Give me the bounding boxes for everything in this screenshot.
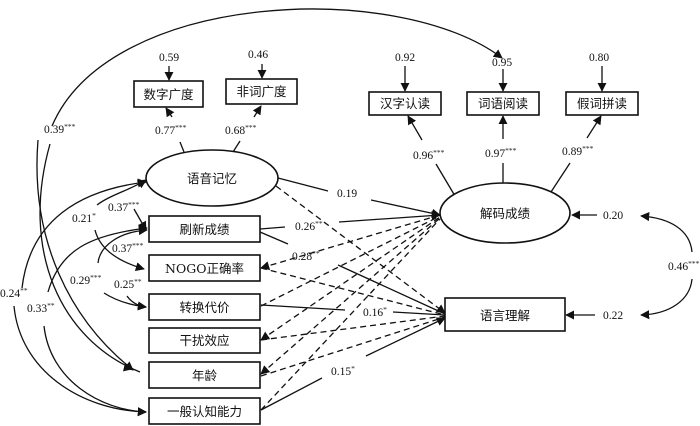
- corr-residuals-decoding-comprehension-bottom: [640, 278, 693, 320]
- node-interference-label: 干扰效应: [179, 333, 229, 348]
- path-switching-to-comprehension-b: [392, 311, 446, 316]
- corr-updating-nogo-label: 0.37***: [112, 241, 144, 255]
- path-updating-to-comprehension-a: [259, 231, 289, 245]
- corr-phon-updating-label: 0.37***: [108, 200, 140, 214]
- corr-phon-switching: [94, 229, 145, 272]
- node-digit-span-label: 数字广度: [143, 87, 194, 102]
- corr-residuals-decoding-comprehension-top: [640, 212, 693, 253]
- residual-char-reading: 0.92: [395, 52, 415, 64]
- path-general-to-comprehension-b: [365, 317, 446, 357]
- node-phonological-memory: 语音记忆: [145, 149, 279, 207]
- residual-digit-span: 0.59: [159, 52, 179, 64]
- corr-general-to-age: [36, 139, 134, 371]
- node-digit-span: 数字广度: [133, 80, 204, 108]
- path-phon-to-comprehension: [275, 185, 446, 314]
- path-phon-to-decoding-b: [370, 199, 441, 218]
- residual-pseudo-reading: 0.80: [589, 52, 609, 64]
- path-nogo-to-comprehension: [260, 267, 446, 316]
- arc-general-to-word-reading: [51, 8, 503, 127]
- node-interference: 干扰效应: [148, 327, 261, 354]
- loading-arrow-pseudo-reading: [586, 115, 602, 139]
- node-general-cognition: 一般认知能力: [148, 397, 261, 425]
- node-word-reading-label: 词语阅读: [478, 96, 528, 111]
- node-char-reading: 汉字认读: [368, 91, 442, 116]
- path-general-comprehension-label: 0.15*: [331, 364, 355, 378]
- node-updating-label: 刷新成绩: [179, 222, 230, 237]
- path-general-to-comprehension-a: [260, 377, 323, 411]
- loading-arrow-nonword-span: [252, 105, 262, 118]
- loading-nonword-span-label: 0.68***: [225, 123, 257, 137]
- loading-arrow-char-reading: [407, 115, 423, 141]
- path-switching-to-comprehension-a: [260, 304, 346, 311]
- node-nonword-span-label: 非词广度: [236, 84, 287, 99]
- node-nogo-label: NOGO正确率: [165, 261, 244, 276]
- corr-nogo-switching-b: [126, 295, 147, 311]
- corr-phon-updating-2: [133, 208, 147, 231]
- node-nogo: NOGO正确率: [148, 254, 261, 282]
- loading-arrow-digit-span: [165, 107, 175, 118]
- node-decoding: 解码成绩: [439, 182, 571, 244]
- path-updating-to-decoding-b: [338, 211, 441, 223]
- path-updating-comprehension-label: 0.28**: [292, 249, 320, 263]
- node-comprehension: 语言理解: [444, 297, 566, 332]
- loading-char-reading-label: 0.96***: [413, 148, 445, 162]
- loading-digit-span-label: 0.77***: [155, 123, 187, 137]
- path-general-to-decoding: [260, 218, 441, 411]
- corr-updating-general-top: [47, 224, 148, 293]
- path-age-to-comprehension: [260, 316, 446, 377]
- loading-word-reading-label: 0.97***: [485, 146, 517, 160]
- node-age-label: 年龄: [192, 368, 218, 383]
- corr-updating-switching-label: 0.29***: [70, 273, 102, 287]
- residual-word-reading: 0.95: [492, 57, 512, 69]
- residual-nonword-span: 0.46: [248, 49, 268, 61]
- node-phonological-memory-label: 语音记忆: [187, 171, 237, 186]
- node-pseudo-reading-label: 假词拼读: [577, 96, 627, 111]
- node-word-reading: 词语阅读: [466, 91, 540, 116]
- corr-decoding-comprehension-label: 0.46***: [668, 259, 700, 273]
- loading-pseudo-reading-label: 0.89***: [562, 144, 594, 158]
- path-interference-to-comprehension: [260, 315, 446, 341]
- node-comprehension-label: 语言理解: [480, 308, 530, 323]
- corr-updating-general-bottom: [43, 325, 147, 417]
- residual-comprehension: 0.22: [603, 310, 623, 322]
- node-switching-label: 转换代价: [179, 300, 230, 315]
- path-switching-comprehension-label: 0.16*: [363, 305, 387, 319]
- node-decoding-label: 解码成绩: [480, 206, 531, 221]
- loading-line-pseudo-reading: [548, 162, 571, 196]
- path-updating-decoding-label: 0.26**: [295, 219, 323, 233]
- corr-nogo-switching-label: 0.25**: [114, 277, 142, 291]
- corr-updating-switching: [97, 226, 148, 264]
- path-switching-to-decoding: [260, 215, 441, 307]
- path-updating-to-decoding-a: [259, 226, 286, 230]
- node-general-cognition-label: 一般认知能力: [167, 404, 242, 419]
- corr-phon-general-top: [21, 178, 147, 289]
- node-nonword-span: 非词广度: [225, 78, 298, 105]
- loading-line-digit-span: [179, 141, 185, 153]
- residual-decoding: 0.20: [603, 210, 623, 222]
- node-switching: 转换代价: [148, 293, 261, 321]
- corr-phon-switching-label: 0.21*: [72, 211, 96, 225]
- arc-general-to-word-reading-lower: [39, 143, 141, 373]
- path-phon-to-decoding-a: [277, 177, 329, 192]
- corr-general-word-reading-label: 0.39***: [44, 122, 76, 136]
- corr-phon-general-bottom: [13, 305, 147, 417]
- node-updating: 刷新成绩: [148, 215, 261, 243]
- path-interference-to-decoding: [260, 216, 441, 341]
- node-char-reading-label: 汉字认读: [380, 96, 430, 111]
- node-pseudo-reading: 假词拼读: [565, 91, 639, 116]
- corr-phon-general-label: 0.24**: [0, 286, 28, 300]
- path-phon-decoding-label: 0.19: [337, 188, 357, 200]
- path-updating-to-comprehension-b: [337, 264, 446, 315]
- loading-line-nonword-span: [232, 140, 241, 153]
- corr-updating-general-label: 0.33**: [27, 301, 55, 315]
- node-age: 年龄: [148, 361, 261, 389]
- loading-line-char-reading: [435, 163, 456, 197]
